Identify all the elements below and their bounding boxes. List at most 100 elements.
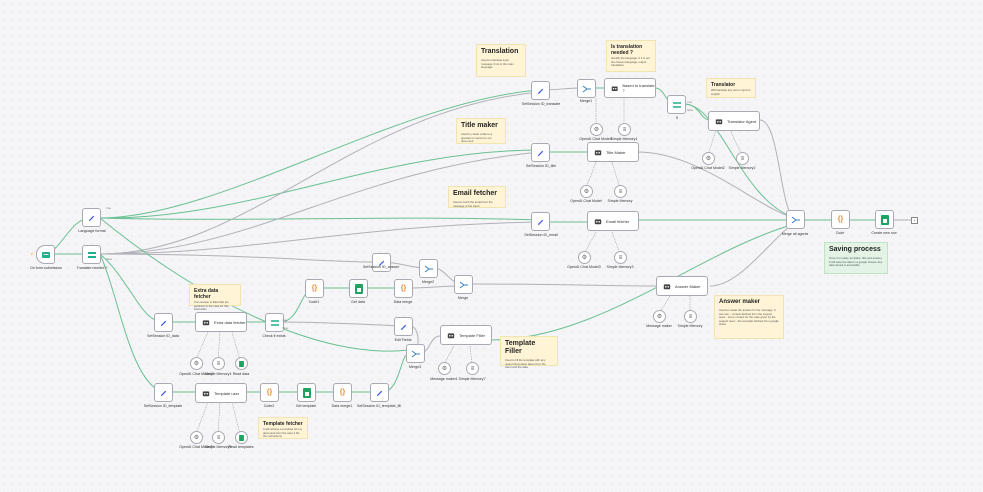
merge2-node[interactable] [419,259,438,278]
pen-icon [537,88,544,95]
merge-node[interactable] [454,275,473,294]
node-label: SetSession ID_template [143,404,183,408]
read-templates-node[interactable] [235,431,248,444]
wire [99,253,163,323]
code2-node[interactable]: {} [260,383,279,402]
openai-model-node[interactable]: ⚙ [590,123,603,136]
memory-node[interactable]: ≡ [614,251,627,264]
openai-model-node[interactable]: ⚙ [578,251,591,264]
answer-maker-agent[interactable]: Answer Maker [656,276,708,296]
set-answer-node[interactable] [372,253,391,272]
template-filler-agent[interactable]: Template Filler [440,325,492,345]
sticky-note-email-fetcher[interactable]: Email fetcher Used to fetch the email fr… [448,186,506,208]
set-translate-node[interactable] [531,81,550,100]
node-label: Code1 [308,300,320,304]
extra-data-fetcher-agent[interactable]: Extra data fetcher [195,312,247,332]
sticky-note-saving[interactable]: Saving process Once it is ready, templat… [824,242,888,274]
node-label: Message maker1 [430,377,458,381]
memory-node[interactable]: ≡ [736,152,749,165]
set-template2-node[interactable] [370,383,389,402]
node-label: Simple Memory1 [610,137,638,141]
data-merge-node[interactable]: {} [394,279,413,298]
wire [637,151,796,219]
get-data-node[interactable] [349,279,368,298]
edge-label: true [687,100,693,104]
merge1-node[interactable] [577,79,596,98]
set-email-node[interactable] [531,212,550,231]
memory-node[interactable]: ≡ [466,362,479,375]
sheets-icon [239,434,244,441]
node-label: Code [835,231,845,235]
sheets-icon [354,283,363,294]
memory-node[interactable]: ≡ [212,431,225,444]
set-title-node[interactable] [531,143,550,162]
title-maker-agent[interactable]: Title Maker [587,142,639,162]
add-node-button[interactable]: + [911,217,918,224]
note-title: Extra data fetcher [194,288,219,300]
sticky-note-template-fetcher[interactable]: Template fetcher It will retrieve a temp… [258,417,308,439]
merge-all-node[interactable] [786,210,805,229]
edge-label: false [106,257,113,261]
sticky-note-template-filler[interactable]: Template Filler Used to fill the templat… [500,336,558,369]
node-label: Read templates [228,445,254,449]
based-translate-agent[interactable]: Based to translate ? [604,78,656,98]
memory-node[interactable]: ≡ [212,357,225,370]
code-braces-icon: {} [339,389,346,396]
memory-node[interactable]: ≡ [618,123,631,136]
set-data-node[interactable] [154,313,173,332]
openai-model-node[interactable]: ⚙ [190,357,203,370]
node-label: Simple Memory [607,199,633,203]
translator-agent[interactable]: Translator Agent [708,111,760,131]
openai-icon: ⚙ [583,189,590,195]
note-title: Is translation needed ? [611,44,643,56]
note-desc: Will translate any text in input in engl… [711,88,751,96]
node-label: Template Filler [459,332,486,338]
create-row-node[interactable] [875,210,894,229]
data-merge2-node[interactable]: {} [333,383,352,402]
message-maker-node[interactable]: ⚙ [653,310,666,323]
memory-node[interactable]: ≡ [614,185,627,198]
sticky-note-translation[interactable]: Translation Used to translate input mess… [476,44,526,77]
merge3-node[interactable] [406,344,425,363]
openai-icon: ⚙ [193,361,200,367]
language-format-node[interactable] [82,208,101,227]
sticky-note-title-maker[interactable]: Title maker Used to create a title to a … [456,118,506,144]
note-title: Answer maker [719,299,761,305]
sticky-note-is-translation[interactable]: Is translation needed ? Identify the lan… [606,40,656,72]
merge-icon [459,281,468,288]
note-title: Saving process [829,246,881,253]
code1-node[interactable]: {} [305,279,324,298]
form-trigger-node[interactable] [36,245,55,264]
sticky-note-extra-data[interactable]: Extra data fetcher If an answer is fille… [189,284,241,311]
code-node[interactable]: {} [831,210,850,229]
openai-model-node[interactable]: ⚙ [190,431,203,444]
openai-icon: ⚙ [581,255,588,261]
translate-needed-node[interactable] [82,245,101,264]
memory-node[interactable]: ≡ [684,310,697,323]
note-desc: Used to create the answer for the messag… [719,308,779,327]
read-data-node[interactable] [235,357,248,370]
message-maker-node[interactable]: ⚙ [438,362,451,375]
set-template-node[interactable] [154,383,173,402]
check-exists-node[interactable] [265,313,284,332]
get-template-node[interactable] [297,383,316,402]
edit-fields-node[interactable] [394,317,413,336]
node-label: Read data [232,372,250,376]
code-braces-icon: {} [266,389,273,396]
wire [99,89,541,219]
email-fetcher-agent[interactable]: Email fetcher [587,211,639,231]
template-user-agent[interactable]: Template user [195,383,247,403]
openai-model-node[interactable]: ⚙ [580,185,593,198]
pen-icon [537,150,544,157]
node-label: SetSession ID_translate [521,102,561,106]
openai-model-node[interactable]: ⚙ [702,152,715,165]
node-label: SetSession ID_data [147,334,179,338]
code-braces-icon: {} [400,285,407,292]
if-node[interactable] [667,95,686,114]
sticky-note-answer-maker[interactable]: Answer maker Used to create the answer f… [714,295,784,339]
sticky-note-translator[interactable]: Translator Will translate any text in in… [706,78,756,98]
if-icon [672,101,681,108]
node-label: Simple Memory2 [728,166,756,170]
note-desc: Used to fill the template with any usefu… [505,358,546,370]
